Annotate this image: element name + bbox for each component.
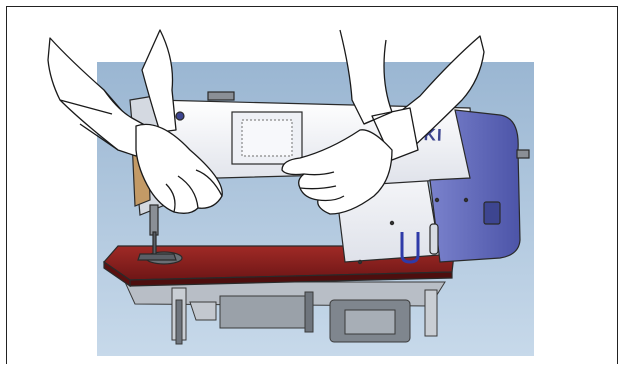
left-hand-illustration — [47, 29, 223, 214]
right-hand-illustration — [281, 29, 485, 215]
machine-underside — [124, 281, 446, 345]
figure-frame — [6, 6, 618, 364]
